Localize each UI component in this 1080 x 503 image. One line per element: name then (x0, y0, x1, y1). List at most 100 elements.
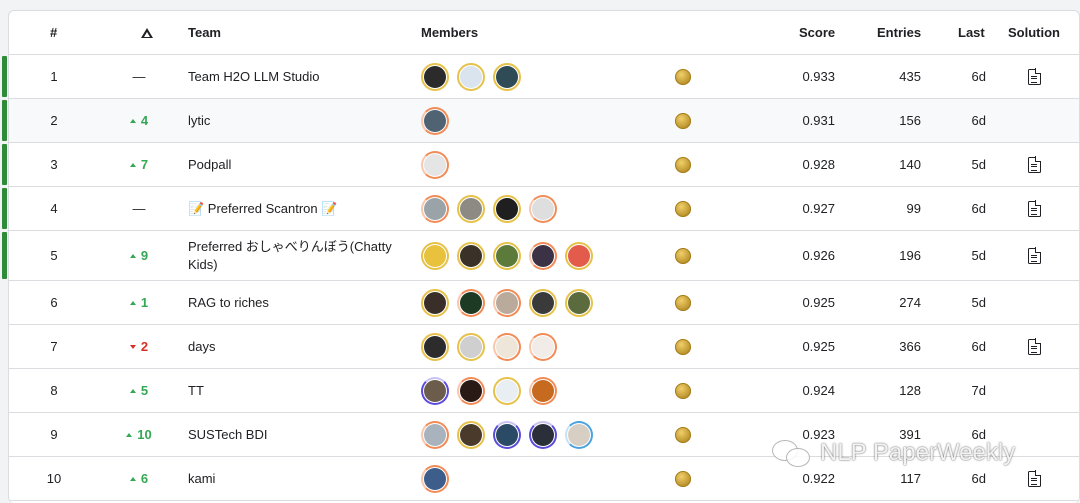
rank-cell: 3 (50, 157, 58, 172)
member-avatar[interactable] (493, 288, 521, 317)
solution-document-icon[interactable] (1027, 246, 1042, 264)
team-header[interactable]: Team (188, 25, 221, 40)
gold-medal-icon (675, 382, 691, 399)
team-name[interactable]: Preferred おしゃべりんぼう(Chatty Kids) (188, 238, 392, 272)
member-avatar[interactable] (421, 288, 449, 317)
member-avatar[interactable] (565, 241, 593, 270)
leaderboard-header: # Team Members Score Entries Last Soluti… (9, 11, 1079, 55)
member-avatar[interactable] (421, 241, 449, 270)
solution-cell (1019, 281, 1049, 324)
team-name[interactable]: days (188, 338, 216, 354)
arrow-up-icon (129, 388, 136, 393)
team-name[interactable]: lytic (188, 112, 211, 128)
member-avatar[interactable] (421, 194, 449, 223)
entries-cell: 435 (899, 69, 921, 84)
delta-header[interactable] (140, 11, 156, 55)
member-avatar[interactable] (565, 288, 593, 317)
team-members (421, 55, 671, 98)
entries-header[interactable]: Entries (877, 25, 922, 40)
member-avatar[interactable] (457, 288, 485, 317)
gold-medal-cell (675, 281, 695, 324)
rank-change-cell: — (104, 55, 174, 98)
rank-change-cell: 2 (104, 325, 174, 368)
member-avatar[interactable] (421, 332, 449, 361)
last-submission-cell: 6d (971, 471, 986, 486)
team-name[interactable]: Team H2O LLM Studio (188, 68, 320, 84)
solution-document-icon[interactable] (1027, 67, 1042, 85)
member-avatar[interactable] (421, 62, 449, 91)
rank-cell: 2 (50, 113, 58, 128)
member-avatar[interactable] (457, 194, 485, 223)
rank-header[interactable]: # (50, 25, 58, 40)
recent-submission-stripe (2, 188, 7, 229)
team-name[interactable]: RAG to riches (188, 294, 269, 310)
gold-medal-cell (675, 231, 695, 280)
member-avatar[interactable] (421, 420, 449, 449)
member-avatar[interactable] (457, 62, 485, 91)
member-avatar[interactable] (529, 376, 557, 405)
solution-document-icon[interactable] (1027, 155, 1042, 173)
member-avatar[interactable] (421, 150, 449, 179)
member-avatar[interactable] (529, 194, 557, 223)
member-avatar[interactable] (457, 241, 485, 270)
member-avatar[interactable] (493, 241, 521, 270)
team-name[interactable]: SUSTech BDI (188, 426, 268, 442)
gold-medal-cell (675, 187, 695, 230)
score-cell: 0.926 (802, 248, 835, 263)
last-submission-cell: 5d (971, 248, 986, 263)
member-avatar[interactable] (529, 420, 557, 449)
member-avatar[interactable] (457, 332, 485, 361)
member-avatar[interactable] (493, 332, 521, 361)
member-avatar[interactable] (529, 288, 557, 317)
team-name[interactable]: kami (188, 470, 216, 486)
member-avatar[interactable] (565, 420, 593, 449)
member-avatar[interactable] (421, 106, 449, 135)
solution-document-icon[interactable] (1027, 469, 1042, 487)
recent-submission-stripe (2, 56, 7, 97)
team-name[interactable]: Podpall (188, 156, 232, 172)
arrow-up-icon (129, 476, 136, 481)
score-header[interactable]: Score (799, 25, 836, 40)
last-header[interactable]: Last (958, 25, 985, 40)
arrow-up-icon (126, 432, 133, 437)
solution-document-icon[interactable] (1027, 199, 1042, 217)
member-avatar[interactable] (529, 241, 557, 270)
rank-change-value: — (132, 201, 146, 216)
team-name[interactable]: 📝 Preferred Scantron 📝 (188, 200, 338, 216)
gold-medal-icon (675, 338, 691, 355)
member-avatar[interactable] (457, 376, 485, 405)
member-avatar[interactable] (493, 376, 521, 405)
entries-cell: 140 (899, 157, 921, 172)
member-avatar[interactable] (529, 332, 557, 361)
rank-change-cell: 4 (104, 99, 174, 142)
member-avatar[interactable] (457, 420, 485, 449)
member-avatar[interactable] (493, 194, 521, 223)
solution-cell (1019, 231, 1049, 280)
score-cell: 0.923 (802, 427, 835, 442)
rank-cell: 10 (46, 471, 62, 486)
rank-cell: 5 (50, 248, 58, 263)
score-cell: 0.933 (802, 69, 835, 84)
solution-document-icon[interactable] (1027, 337, 1042, 355)
rank-cell: 6 (50, 295, 58, 310)
member-avatar[interactable] (421, 376, 449, 405)
member-avatar[interactable] (493, 62, 521, 91)
arrow-up-icon (129, 300, 136, 305)
team-members (421, 231, 671, 280)
score-cell: 0.925 (802, 339, 835, 354)
recent-submission-stripe (2, 144, 7, 185)
member-avatar[interactable] (421, 464, 449, 493)
team-name[interactable]: TT (188, 382, 204, 398)
gold-medal-cell (675, 55, 695, 98)
member-avatar[interactable] (493, 420, 521, 449)
